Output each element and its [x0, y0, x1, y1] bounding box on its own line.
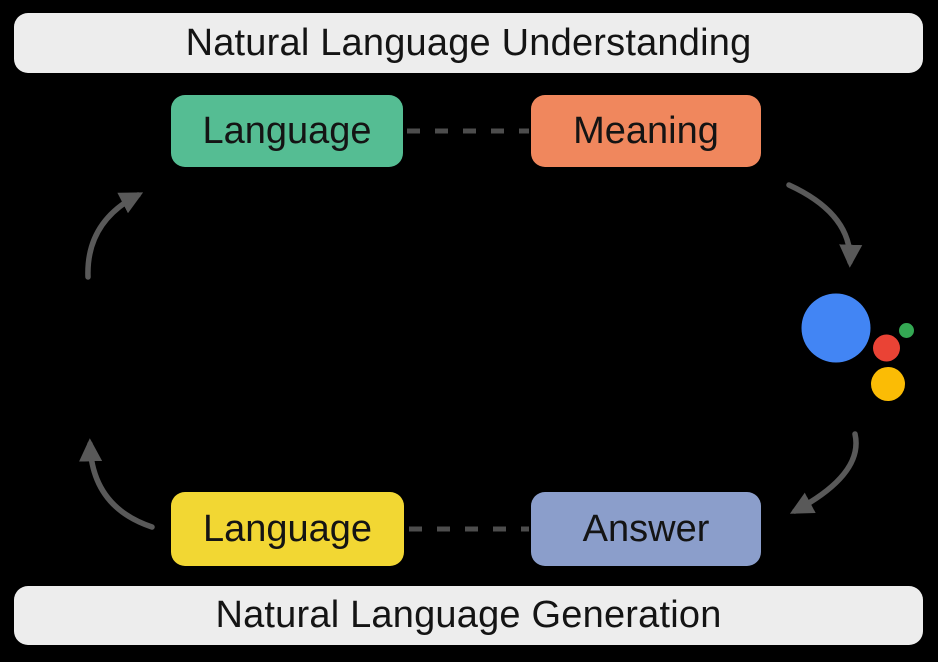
node-meaning-label: Meaning — [573, 109, 719, 152]
node-meaning: Meaning — [531, 95, 761, 167]
arrow-assistant-to-answer — [789, 431, 859, 514]
node-language-bottom: Language — [171, 492, 404, 566]
assistant-green-circle — [899, 323, 914, 338]
banner-top-label: Natural Language Understanding — [185, 21, 752, 64]
assistant-blue-circle — [801, 293, 871, 363]
node-language-bottom-label: Language — [202, 507, 373, 550]
arrow-up-to-language-top — [85, 192, 144, 280]
node-answer: Answer — [531, 492, 761, 566]
arrow-meaning-to-assistant — [786, 182, 863, 268]
assistant-red-circle — [873, 334, 900, 362]
google-assistant-icon — [801, 293, 914, 401]
banner-bottom-label: Natural Language Generation — [215, 594, 722, 636]
assistant-yellow-circle — [871, 367, 905, 401]
arrow-up-from-language-bottom — [79, 438, 155, 530]
node-language-top: Language — [171, 95, 403, 167]
node-language-top-label: Language — [202, 109, 372, 152]
banner-natural-language-generation: Natural Language Generation — [14, 586, 923, 645]
banner-natural-language-understanding: Natural Language Understanding — [14, 13, 923, 73]
node-answer-label: Answer — [582, 507, 710, 550]
